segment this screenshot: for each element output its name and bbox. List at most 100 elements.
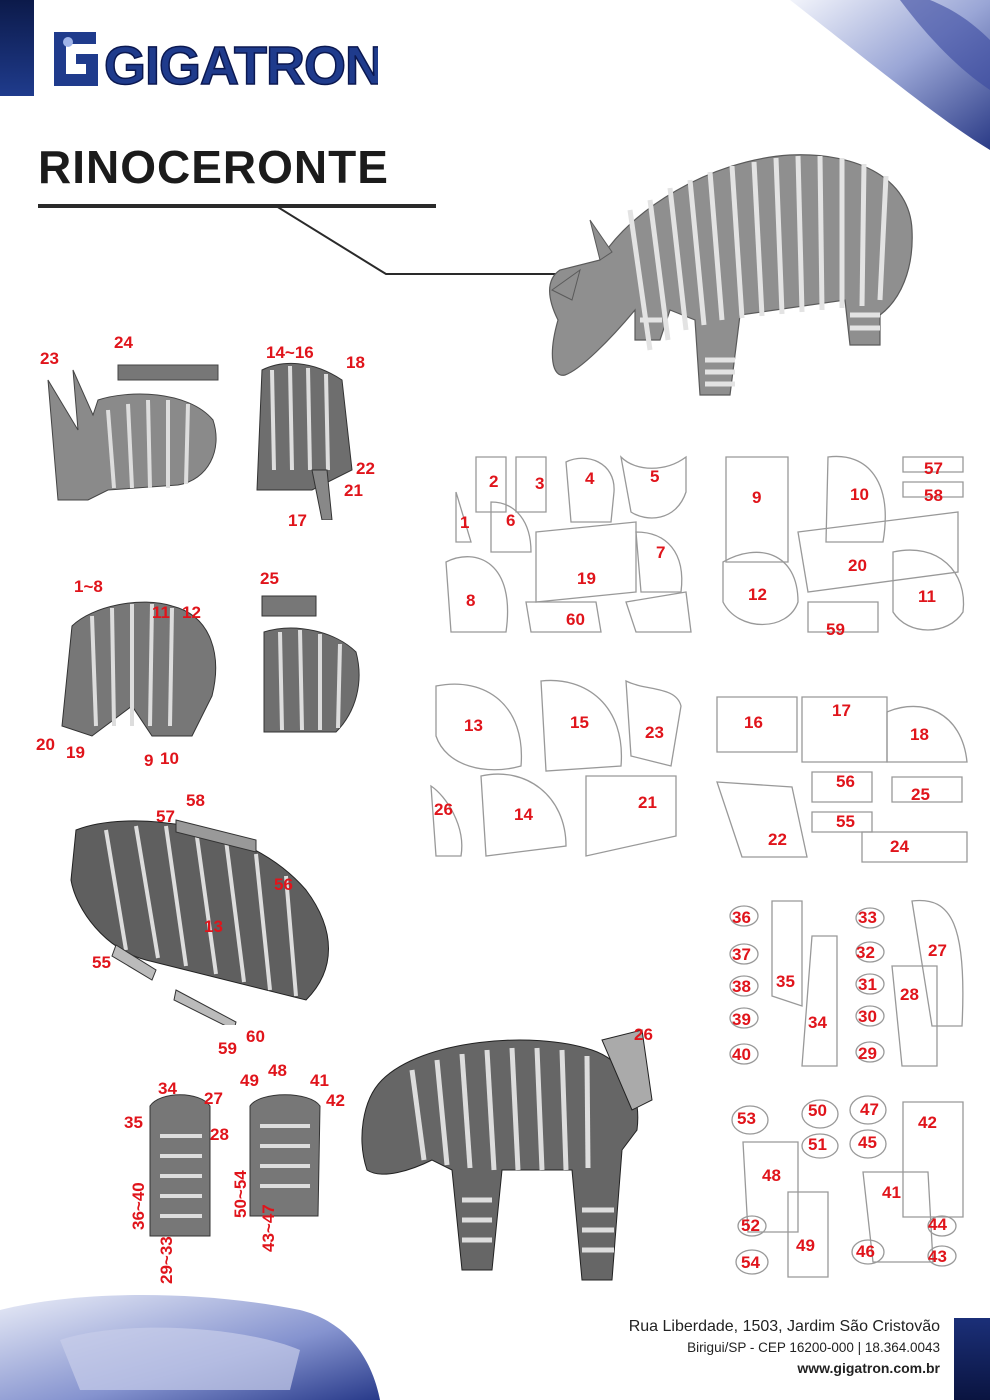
sheet6-label: 43 — [928, 1247, 947, 1266]
label-10: 10 — [160, 749, 179, 768]
assembly-body-front-image — [61, 601, 217, 737]
sheet5-label: 37 — [732, 945, 751, 964]
label-17: 17 — [288, 511, 307, 530]
sheet5-label: 39 — [732, 1010, 751, 1029]
sheet2-label: 9 — [752, 488, 762, 507]
sheet1-label: 19 — [577, 569, 596, 588]
label-9: 9 — [144, 751, 154, 770]
label-41: 41 — [310, 1071, 329, 1090]
sheet4-label: 56 — [836, 772, 855, 791]
label-59: 59 — [218, 1039, 237, 1058]
sheet6-label: 48 — [762, 1166, 781, 1185]
label-25: 25 — [260, 569, 279, 588]
sheet5-label: 34 — [808, 1013, 827, 1032]
sheet3-label: 15 — [570, 713, 589, 732]
label-56: 56 — [274, 875, 293, 894]
sheet6-label: 50 — [808, 1101, 827, 1120]
label-11: 11 — [152, 603, 170, 622]
sheet6-label: 45 — [858, 1133, 877, 1152]
sheet6-label: 49 — [796, 1236, 815, 1255]
sheet2-label: 20 — [848, 556, 867, 575]
gigatron-logo: GIGATRON — [46, 22, 378, 100]
sheet4-label: 25 — [911, 785, 930, 804]
sheet2-label: 57 — [924, 459, 943, 478]
sheet5-label: 32 — [856, 943, 875, 962]
sheet4-label: 55 — [836, 812, 855, 831]
sheet5-label: 28 — [900, 985, 919, 1004]
title-underline — [38, 204, 436, 208]
sheet2-label: 12 — [748, 585, 767, 604]
label-28: 28 — [210, 1125, 229, 1144]
sheet3-label: 21 — [638, 793, 657, 812]
sheet6-label: 52 — [741, 1216, 760, 1235]
sheet5-label: 31 — [858, 975, 877, 994]
label-36-40: 36~40 — [129, 1182, 148, 1230]
sheet5-label: 27 — [928, 941, 947, 960]
sheet3-label: 14 — [514, 805, 533, 824]
sheet3-label: 26 — [434, 800, 453, 819]
label-22: 22 — [356, 459, 375, 478]
label-49: 49 — [240, 1071, 259, 1090]
cut-sheet-1 — [445, 455, 692, 633]
label-58: 58 — [186, 791, 205, 810]
label-55: 55 — [92, 953, 111, 972]
sheet5-label: 40 — [732, 1045, 751, 1064]
top-right-decoration — [790, 0, 990, 150]
label-48: 48 — [268, 1061, 287, 1080]
sheet3-label: 13 — [464, 716, 483, 735]
sheet1-label: 5 — [650, 467, 660, 486]
label-1-8: 1~8 — [74, 577, 103, 596]
sheet5-label: 35 — [776, 972, 795, 991]
sheet6-label: 53 — [737, 1109, 756, 1128]
sheet2-label: 58 — [924, 486, 943, 505]
sheet4-label: 22 — [768, 830, 787, 849]
label-42: 42 — [326, 1091, 345, 1110]
sheet1-label: 4 — [585, 469, 595, 488]
page-title: RINOCERONTE — [38, 141, 389, 193]
cut-sheet-2 — [722, 455, 965, 633]
sheet4-label: 16 — [744, 713, 763, 732]
website-link[interactable]: www.gigatron.com.br — [797, 1360, 940, 1376]
sheet2-label: 59 — [826, 620, 845, 639]
label-26: 26 — [634, 1025, 653, 1044]
label-21: 21 — [344, 481, 363, 500]
sheet6-label: 44 — [928, 1215, 947, 1234]
sheet6-label: 41 — [882, 1183, 901, 1202]
label-19: 19 — [66, 743, 85, 762]
label-35: 35 — [124, 1113, 143, 1132]
label-60: 60 — [246, 1027, 265, 1046]
label-24: 24 — [114, 333, 133, 352]
sheet1-label: 60 — [566, 610, 585, 629]
cut-sheet-3 — [430, 679, 682, 857]
sheet2-label: 10 — [850, 485, 869, 504]
sheet1-label: 1 — [460, 513, 470, 532]
assembly-complete-image — [361, 1029, 653, 1281]
sheet6-label: 46 — [856, 1242, 875, 1261]
contact-info: Rua Liberdade, 1503, Jardim São Cristovã… — [629, 1318, 940, 1376]
cut-sheet-4 — [716, 696, 968, 863]
sheet1-label: 3 — [535, 474, 545, 493]
sheet1-label: 6 — [506, 511, 516, 530]
top-left-decoration — [0, 0, 34, 96]
sheet5-label: 33 — [858, 908, 877, 927]
cut-sheet-6 — [731, 1095, 964, 1278]
title-leader-line — [276, 205, 598, 275]
bottom-left-decoration — [0, 1295, 380, 1400]
assembly-head-image — [47, 364, 219, 501]
rhino-model-image — [549, 154, 913, 396]
assembly-torso-image — [70, 819, 329, 1025]
label-57: 57 — [156, 807, 175, 826]
label-18: 18 — [346, 353, 365, 372]
sheet6-label: 51 — [808, 1135, 827, 1154]
assembly-legs-front-image — [256, 362, 353, 520]
label-34: 34 — [158, 1079, 177, 1098]
label-29-33: 29~33 — [157, 1236, 176, 1284]
sheet4-label: 18 — [910, 725, 929, 744]
sheet6-label: 47 — [860, 1100, 879, 1119]
logo-wordmark: GIGATRON — [104, 36, 378, 96]
label-13: 13 — [204, 917, 223, 936]
bottom-right-decoration — [954, 1318, 990, 1400]
label-43-47: 43~47 — [259, 1204, 278, 1252]
sheet5-label: 36 — [732, 908, 751, 927]
label-50-54: 50~54 — [231, 1170, 250, 1218]
